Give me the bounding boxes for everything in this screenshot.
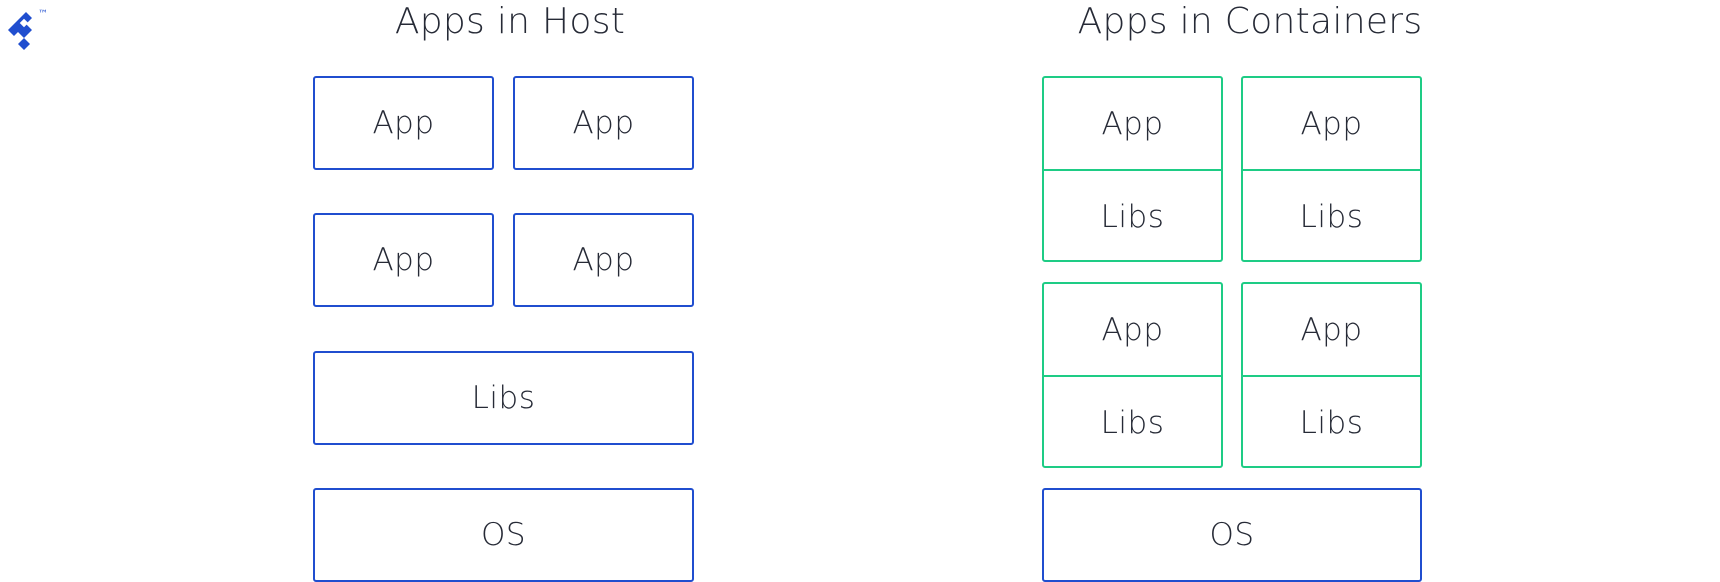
host-app-box-3: App [313,213,494,307]
host-app-box-2: App [513,76,694,170]
container-4: App Libs [1241,282,1422,468]
toptal-logo-icon: ™ [8,9,48,50]
host-os-box: OS [313,488,694,582]
container-3: App Libs [1042,282,1223,468]
trademark-label: ™ [38,9,48,20]
host-title: Apps in Host [394,1,626,42]
container-app: App [1243,78,1420,171]
host-libs-box: Libs [313,351,694,445]
container-app: App [1044,78,1221,171]
container-libs: Libs [1100,198,1165,235]
container-app: App [1044,284,1221,377]
container-1: App Libs [1042,76,1223,262]
containers-title: Apps in Containers [1077,1,1423,42]
host-app-box-4: App [513,213,694,307]
container-app: App [1243,284,1420,377]
container-libs: Libs [1299,198,1364,235]
containers-os-box: OS [1042,488,1422,582]
container-2: App Libs [1241,76,1422,262]
container-libs: Libs [1100,404,1165,441]
host-app-box-1: App [313,76,494,170]
container-libs: Libs [1299,404,1364,441]
